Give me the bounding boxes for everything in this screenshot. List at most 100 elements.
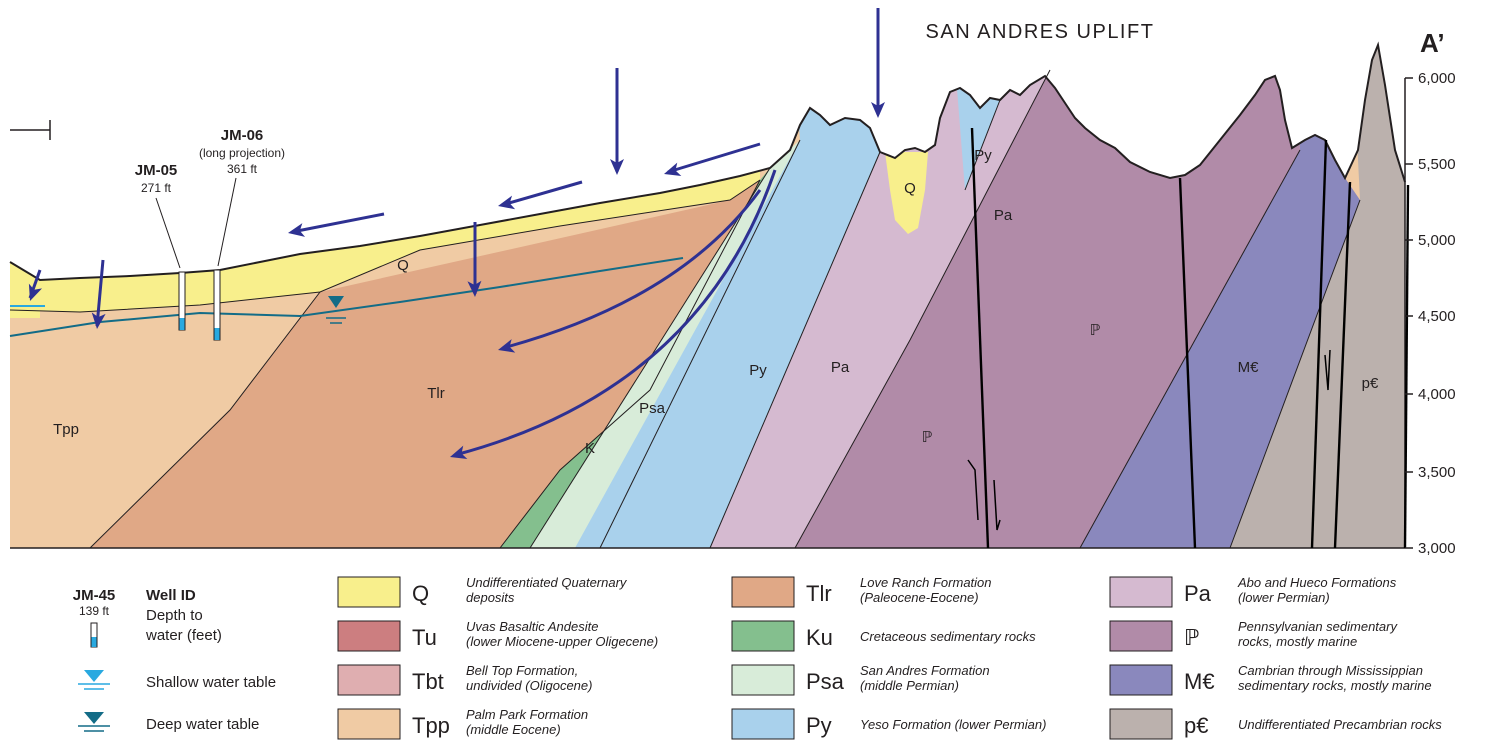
well-id-label: JM-06 — [221, 127, 264, 144]
recharge-flow-arrow — [502, 189, 762, 350]
legend-unit-code: M€ — [1184, 669, 1215, 694]
legend-unit-desc: (middle Permian) — [860, 678, 959, 693]
elevation-tick-label: 6,000 — [1418, 70, 1456, 87]
section-title: SAN ANDRES UPLIFT — [926, 21, 1155, 43]
well-leader-line — [155, 197, 181, 269]
legend-swatch — [731, 620, 795, 652]
legend-swatch — [1109, 664, 1173, 696]
legend-unit-code: Tbt — [412, 669, 444, 694]
recharge-flow-arrow — [95, 259, 105, 327]
arrow-head — [288, 223, 306, 237]
well-id-label: JM-05 — [135, 162, 178, 179]
legend-swatch — [1109, 708, 1173, 740]
unit-label-penn: ℙ — [1090, 322, 1101, 339]
legend-swatch — [731, 708, 795, 740]
legend-unit-code: Pa — [1184, 581, 1212, 606]
arrow-head — [28, 283, 43, 301]
legend-swatch — [337, 708, 401, 740]
recharge-flow-arrow — [501, 180, 583, 207]
contact-tpp-tlr — [89, 291, 321, 549]
legend-unit-desc: San Andres Formation — [860, 663, 990, 678]
fault-3 — [1310, 139, 1328, 549]
unit-label-k: K — [585, 440, 595, 457]
legend-swatch — [337, 620, 401, 652]
legend-unit-desc: sedimentary rocks, mostly marine — [1238, 678, 1432, 693]
fault-5 — [1403, 184, 1410, 549]
unit-label-q: Q — [397, 257, 409, 274]
section-end-label: A’ — [1420, 28, 1445, 58]
contact-q-base — [9, 179, 761, 313]
legend-unit-desc: Yeso Formation (lower Permian) — [860, 717, 1046, 732]
legend-unit-desc: Uvas Basaltic Andesite — [466, 619, 598, 634]
unit-label-q-valley: Q — [904, 180, 916, 197]
legend-unit-desc: Love Ranch Formation — [860, 575, 992, 590]
legend-unit-desc: deposits — [466, 590, 515, 605]
legend-well-line1: Depth to — [146, 607, 203, 624]
legend-swatch — [731, 664, 795, 696]
legend-well-depth: 139 ft — [79, 604, 110, 618]
legend-unit-desc: Pennsylvanian sedimentary — [1238, 619, 1398, 634]
contact-penn-mc — [1079, 149, 1301, 549]
legend-swatch — [337, 576, 401, 608]
unit-label-psa: Psa — [639, 400, 666, 417]
legend-well-line2: water (feet) — [145, 627, 222, 644]
legend-unit-desc: Bell Top Formation, — [466, 663, 578, 678]
legend-swatch — [731, 576, 795, 608]
legend-unit-desc: rocks, mostly marine — [1238, 634, 1357, 649]
legend-unit-code: ℙ — [1184, 625, 1199, 650]
arrow-head — [664, 162, 682, 177]
well-depth-label: 271 ft — [141, 181, 172, 195]
well-note-label: (long projection) — [199, 146, 285, 160]
elevation-tick-label: 4,000 — [1418, 386, 1456, 403]
recharge-flow-arrow — [667, 142, 761, 174]
well-water-level — [214, 328, 220, 340]
py-unit — [575, 45, 880, 548]
unit-label-py: Py — [749, 362, 767, 379]
arrow-head — [871, 102, 885, 118]
pc-unit — [1230, 45, 1405, 548]
unit-label-pa: Pa — [831, 359, 850, 376]
well-water-level — [179, 318, 185, 330]
unit-label-tlr: Tlr — [427, 385, 445, 402]
contact-pa-penn — [794, 69, 1051, 549]
fault-1 — [970, 127, 990, 549]
legend-unit-code: Ku — [806, 625, 833, 650]
unit-label-mc: M€ — [1238, 359, 1259, 376]
legend-swatch — [1109, 576, 1173, 608]
q-valley-unit — [885, 152, 928, 234]
fault-offset-arrow — [993, 479, 1001, 531]
fault-2 — [1178, 177, 1197, 549]
elevation-tick-label: 4,500 — [1418, 308, 1456, 325]
legend-shallow-label: Shallow water table — [146, 674, 276, 691]
unit-label-pc: p€ — [1362, 375, 1379, 392]
elevation-tick-label: 5,000 — [1418, 232, 1456, 249]
legend-unit-desc: Cambrian through Mississippian — [1238, 663, 1423, 678]
well-leader-line — [217, 177, 237, 267]
arrow-head — [498, 339, 516, 353]
unit-label-py-top: Py — [974, 147, 992, 164]
legend-unit-desc: Abo and Hueco Formations — [1237, 575, 1397, 590]
legend-swatch — [337, 664, 401, 696]
legend-unit-desc: Undifferentiated Quaternary — [466, 575, 628, 590]
legend-well-water — [91, 637, 97, 647]
unit-label-penn: ℙ — [922, 429, 933, 446]
arrow-head — [610, 159, 624, 175]
legend-unit-desc: (lower Permian) — [1238, 590, 1330, 605]
well-depth-label: 361 ft — [227, 162, 258, 176]
elevation-tick-label: 5,500 — [1418, 156, 1456, 173]
fault-offset-arrow — [967, 459, 979, 521]
contact-psa-py — [599, 139, 801, 549]
legend-unit-code: Tu — [412, 625, 437, 650]
recharge-flow-arrow — [454, 169, 777, 457]
legend-unit-code: p€ — [1184, 713, 1208, 738]
fault-offset-arrow — [1324, 349, 1331, 391]
unit-label-tpp: Tpp — [53, 421, 79, 438]
arrow-head — [498, 195, 516, 210]
fault-4 — [1333, 181, 1352, 549]
legend-unit-desc: (lower Miocene-upper Oligecene) — [466, 634, 658, 649]
elevation-tick-label: 3,500 — [1418, 464, 1456, 481]
arrow-head — [450, 445, 468, 460]
